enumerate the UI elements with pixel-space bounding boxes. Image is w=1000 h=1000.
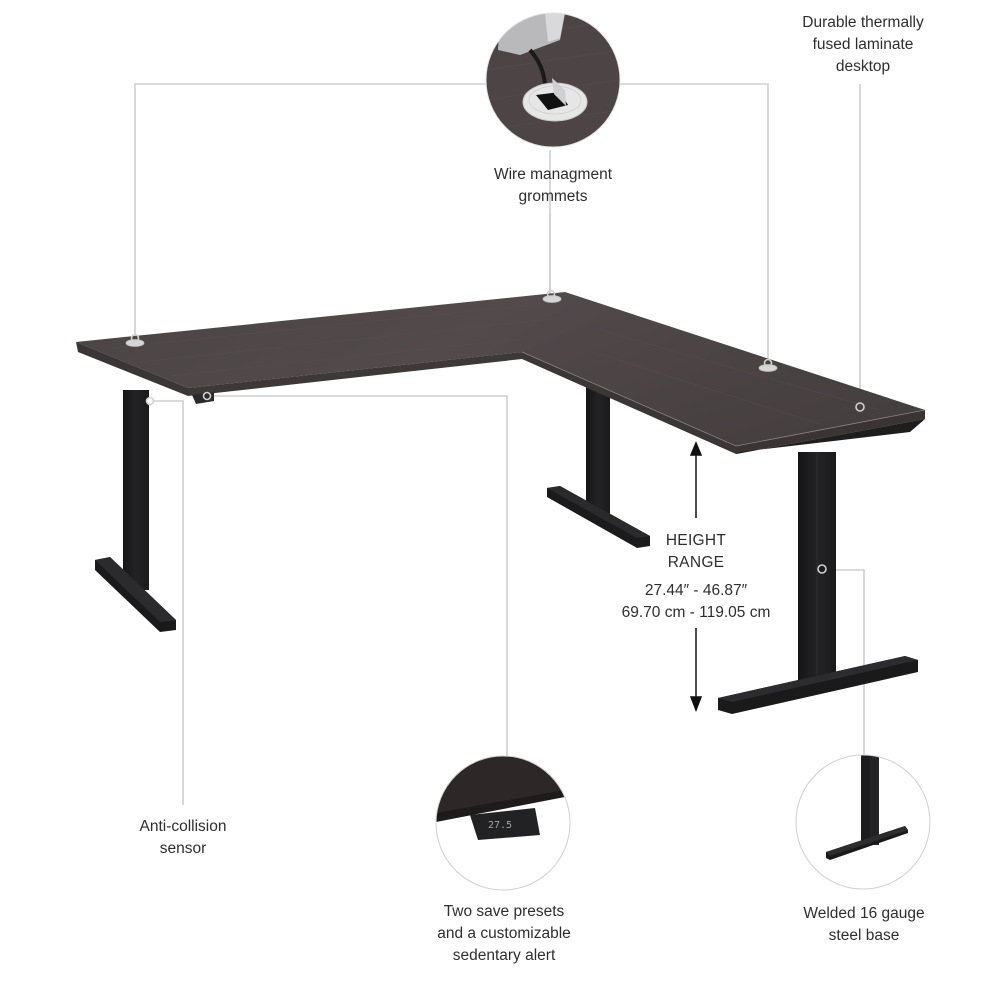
laminate-marker <box>855 402 865 412</box>
height-range-imperial: 27.44″ - 46.87″ <box>644 582 748 599</box>
height-range-title: HEIGHT RANGE <box>665 532 727 571</box>
height-arrows <box>689 441 703 713</box>
svg-text:27.5: 27.5 <box>488 820 512 831</box>
middle-leg <box>547 380 650 548</box>
keypad-closeup: 27.5 <box>436 756 570 890</box>
laminate-label: Durable thermally fused laminate desktop <box>802 14 924 75</box>
grommet-closeup <box>486 13 620 147</box>
grommet-markers <box>125 289 778 372</box>
leader-lines <box>134 83 865 805</box>
left-leg <box>95 390 176 632</box>
anti-collision-label: Anti-collision sensor <box>139 818 227 857</box>
steel-base-label: Welded 16 gauge steel base <box>803 905 925 944</box>
keypad <box>192 391 214 404</box>
base-closeup <box>796 755 930 889</box>
height-range-metric: 69.70 cm - 119.05 cm <box>621 604 771 621</box>
desktop <box>76 292 926 454</box>
right-leg <box>718 452 918 714</box>
grommets-label: Wire managment grommets <box>493 166 612 205</box>
presets-label: Two save presets and a customizable sede… <box>437 903 571 964</box>
